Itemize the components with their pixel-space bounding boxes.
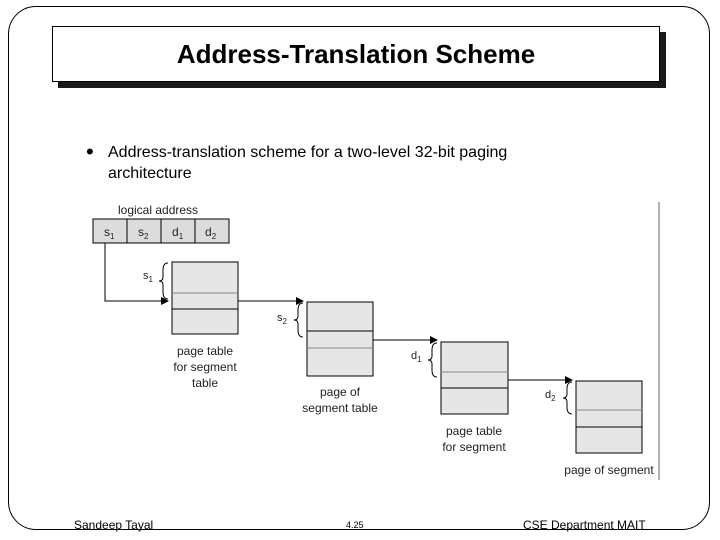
field-s2: s2 <box>138 225 149 241</box>
table-page-table-for-segment-table: s1 page table for segment table <box>143 261 239 390</box>
footer-author: Sandeep Tayal <box>74 518 154 532</box>
slide-frame <box>8 6 710 530</box>
table-box <box>440 341 509 415</box>
title-box: Address-Translation Scheme <box>52 26 660 82</box>
table-box <box>171 261 239 335</box>
offset-d2-label: d2 <box>545 389 556 403</box>
offset-brace <box>293 302 304 338</box>
table-caption-line: page table <box>446 424 502 438</box>
slide-title: Address-Translation Scheme <box>176 38 536 69</box>
table-caption-line: table <box>192 376 218 390</box>
offset-brace <box>427 342 438 378</box>
offset-brace <box>158 262 169 300</box>
table-caption-line: page of <box>320 385 361 399</box>
table-page-of-segment: d2 page of segment <box>545 380 654 477</box>
logical-address-label: logical address <box>118 203 198 217</box>
logical-address-fields: s1 s2 d1 d2 <box>92 218 230 244</box>
field-d1: d1 <box>172 225 184 241</box>
table-caption-line: segment table <box>302 401 378 415</box>
offset-s2-label: s2 <box>277 312 288 326</box>
offset-d1-label: d1 <box>411 350 422 364</box>
footer-page-number: 4.25 <box>346 520 364 530</box>
table-caption-line: for segment <box>173 360 237 374</box>
bullet-text: Address-translation scheme for a two-lev… <box>108 144 508 182</box>
table-caption-line: page of segment <box>564 463 654 477</box>
table-page-table-for-segment: d1 page table for segment <box>411 341 509 454</box>
field-s1: s1 <box>104 225 115 241</box>
bullet-icon: • <box>86 139 94 164</box>
table-page-of-segment-table: s2 page of segment table <box>277 301 378 415</box>
offset-s1-label: s1 <box>143 270 154 284</box>
arrow-s1 <box>104 243 169 305</box>
table-caption-line: for segment <box>442 440 506 454</box>
table-box <box>575 380 643 454</box>
footer-department: CSE Department MAIT <box>523 518 646 532</box>
offset-brace <box>562 381 573 415</box>
table-box <box>306 301 374 377</box>
field-d2: d2 <box>205 225 217 241</box>
table-caption-line: page table <box>177 344 233 358</box>
